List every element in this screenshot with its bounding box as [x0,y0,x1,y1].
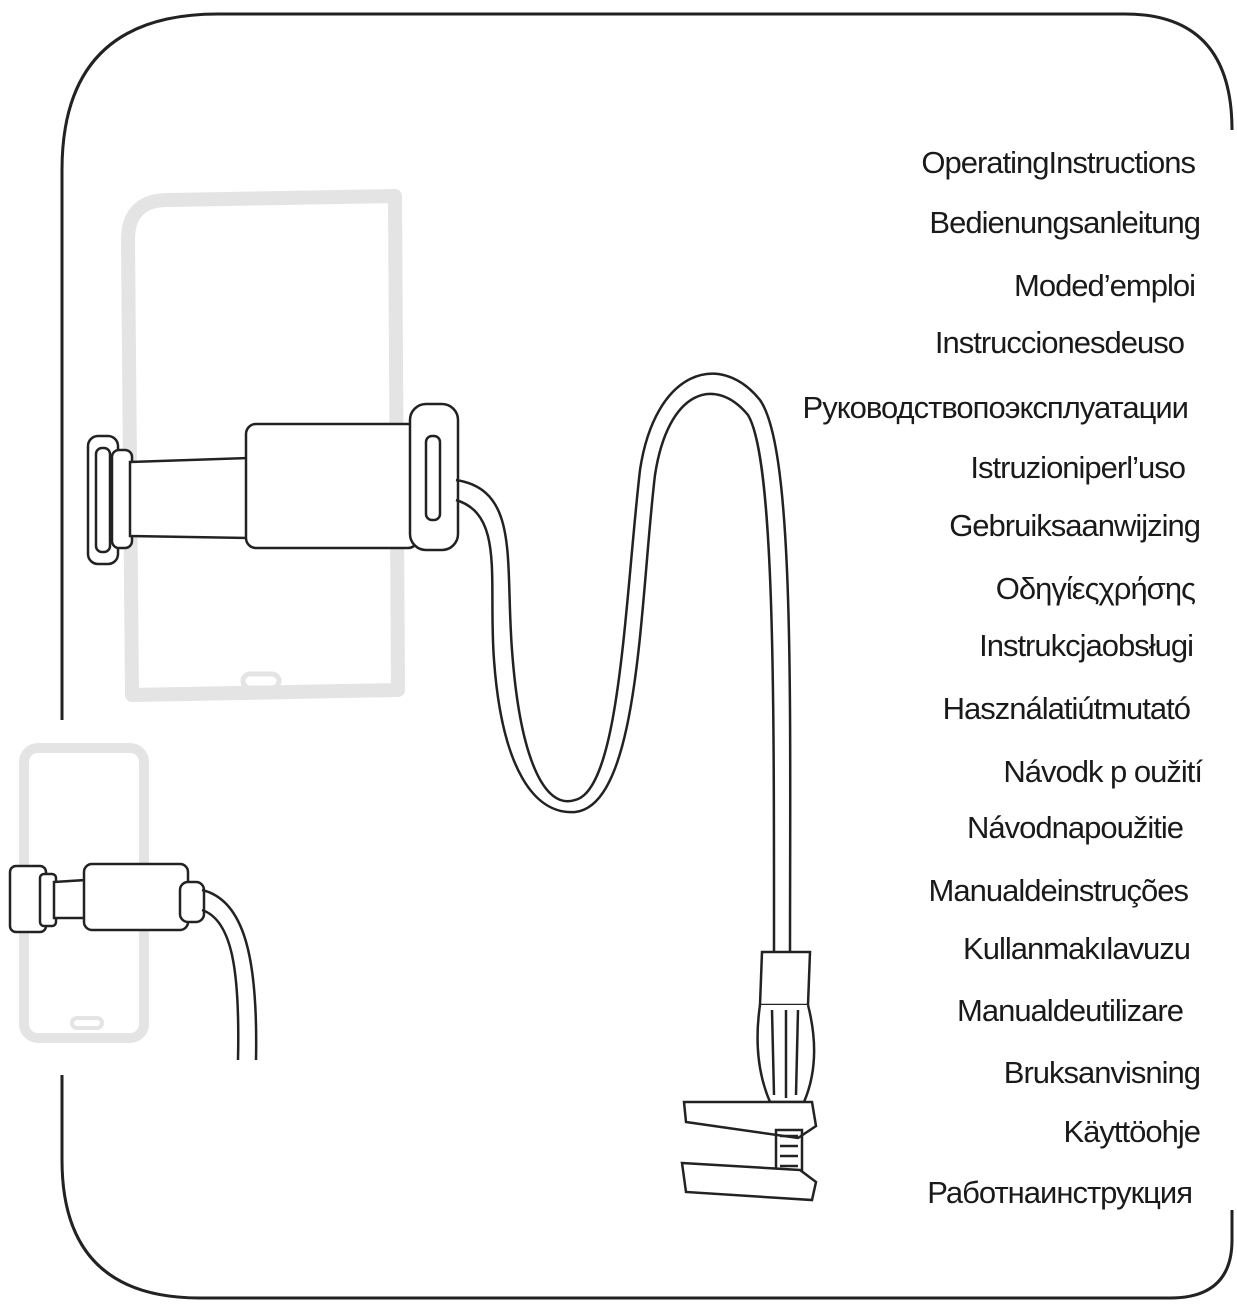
desk-clamp-icon [680,950,818,1202]
title-bulgarian: Работнаинструкция [927,1175,1193,1210]
title-russian: Руководствопоэксплуатации [802,390,1189,425]
title-dutch: Gebruiksaanwijzing [949,508,1201,543]
title-czech: Návodk p oužití [1003,754,1203,789]
title-portuguese: Manualdeinstruções [928,873,1189,908]
title-turkish: Kullanmakılavuzu [963,931,1191,966]
title-greek: Οδηγίεςχρήσης [995,571,1196,606]
gooseneck-arm-icon [455,372,792,961]
phone-arm-tube-icon [201,888,258,1061]
title-spanish: Instruccionesdeuso [934,325,1185,360]
title-english: OperatingInstructions [921,145,1196,180]
frame-outline [60,12,1234,1300]
title-german: Bedienungsanleitung [929,205,1201,240]
tablet-holder-clip-icon [86,402,460,566]
title-italian: Istruzioniperl’uso [970,450,1186,485]
title-finnish: Käyttöohje [1063,1114,1201,1149]
title-swedish: Bruksanvisning [1003,1055,1201,1090]
title-polish: Instrukcjaobsługi [979,628,1194,663]
title-slovak: Návodnapoužitie [967,810,1184,845]
title-hungarian: Használatiútmutató [942,691,1191,726]
phone-holder-clip-icon [8,862,206,934]
title-french: Moded’emploi [1014,268,1196,303]
title-romanian: Manualdeutilizare [957,993,1184,1028]
instruction-title-list: OperatingInstructions Bedienungsanleitun… [760,130,1205,1230]
